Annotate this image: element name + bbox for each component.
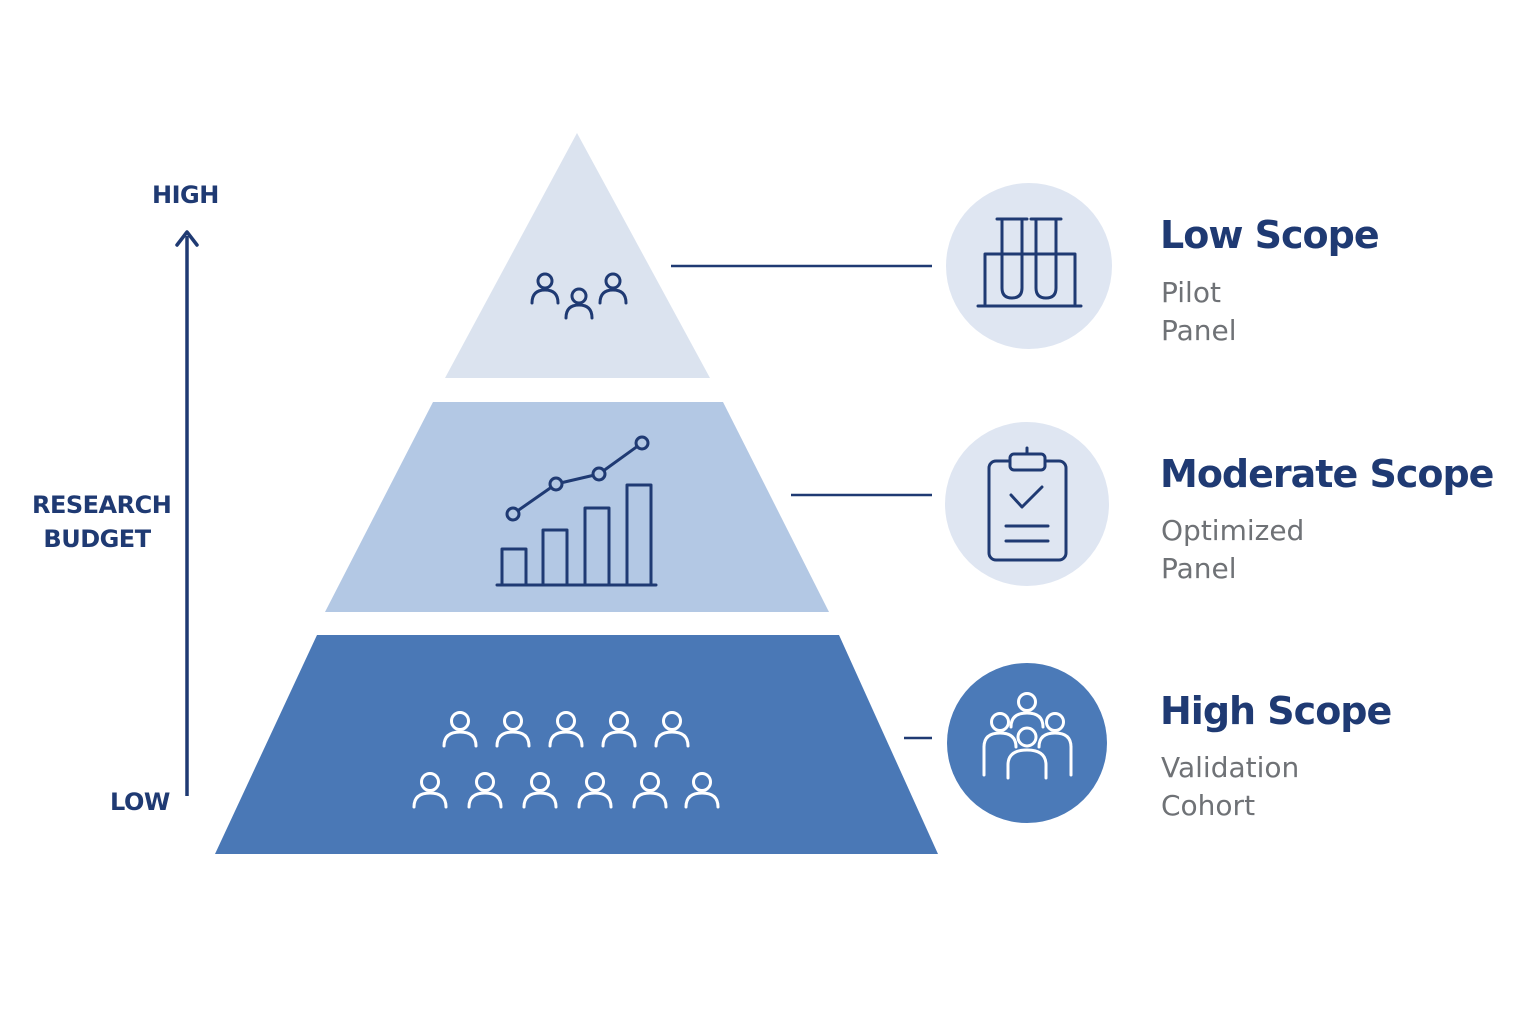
tier-subtitle-low-scope: Pilot Panel [1161,274,1237,350]
axis-title: RESEARCH BUDGET [32,488,172,556]
tier-subtitle-line-2: Panel [1161,552,1237,585]
tier-subtitle-line-2: Panel [1161,314,1237,347]
axis-title-line-2: BUDGET [43,525,151,553]
clipboard-check-icon [987,446,1068,562]
tier-subtitle-line-1: Validation [1161,751,1300,784]
axis-low-label: LOW [110,788,170,816]
tier-title-high-scope: High Scope [1160,689,1392,733]
pyramid-tier-bottom [215,635,938,854]
axis-high-label: HIGH [152,181,219,209]
group-icon [982,692,1073,780]
tier-subtitle-line-1: Optimized [1161,514,1305,547]
tier-title-low-scope: Low Scope [1160,213,1380,257]
tier-subtitle-line-2: Cohort [1161,789,1256,822]
budget-axis-arrow [175,230,199,796]
tier-subtitle-moderate-scope: Optimized Panel [1161,512,1304,588]
tier-subtitle-line-1: Pilot [1161,276,1221,309]
badge-circle-low-scope [946,183,1112,349]
badge-circle-high-scope [947,663,1107,823]
tier-subtitle-high-scope: Validation Cohort [1161,749,1299,825]
test-tubes-icon [976,217,1083,308]
pyramid-tier-middle [325,402,829,612]
tier-title-moderate-scope: Moderate Scope [1160,452,1494,496]
axis-title-line-1: RESEARCH [32,491,172,519]
pyramid-tier-top [445,133,710,378]
growth-chart-icon [495,435,658,587]
